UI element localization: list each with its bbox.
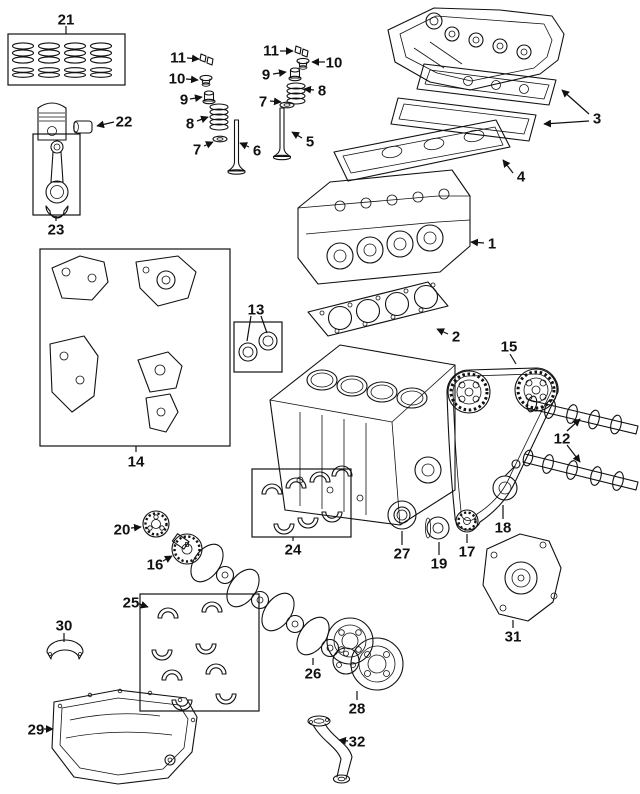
part-number-label: 29 xyxy=(28,721,45,738)
crank-sprocket-outer xyxy=(142,510,170,538)
part-number-label: 11 xyxy=(263,42,279,59)
part-number-label: 32 xyxy=(349,733,366,750)
part-number-label: 6 xyxy=(253,142,261,159)
part-number-label: 31 xyxy=(505,628,522,645)
part-number-label: 7 xyxy=(259,93,267,110)
valve-train-left xyxy=(199,53,246,175)
rod-bearing-group xyxy=(139,593,260,712)
leader-line xyxy=(138,601,149,609)
leader-line xyxy=(303,85,315,94)
leader-line xyxy=(561,89,590,115)
leader-line xyxy=(246,315,252,342)
part-number-label: 30 xyxy=(56,617,73,634)
part-number-label: 9 xyxy=(180,91,188,108)
engine-block xyxy=(269,344,456,526)
leader-line xyxy=(203,141,214,149)
leader-line xyxy=(196,115,209,124)
leader-line xyxy=(189,94,203,103)
connecting-rod-group xyxy=(32,133,81,219)
part-number-label: 19 xyxy=(431,555,448,572)
idler-pulley xyxy=(424,516,450,540)
oil-pump xyxy=(482,533,562,622)
part-number-label: 8 xyxy=(186,115,194,132)
part-number-label: 20 xyxy=(114,521,131,538)
leader-line xyxy=(96,120,115,129)
leader-line xyxy=(338,736,349,745)
belt-tensioner xyxy=(492,459,521,501)
oil-pan xyxy=(51,688,198,785)
part-number-label: 23 xyxy=(48,221,65,238)
part-number-label: 26 xyxy=(305,665,322,682)
part-number-label: 10 xyxy=(326,54,343,71)
part-number-label: 1 xyxy=(488,235,496,252)
crank-front-seal xyxy=(387,500,417,530)
part-number-label: 11 xyxy=(170,49,186,66)
oil-pickup-tube xyxy=(307,715,353,784)
part-number-label: 13 xyxy=(248,301,265,318)
part-number-label: 9 xyxy=(262,66,270,83)
leader-line xyxy=(566,444,581,463)
leader-line xyxy=(272,69,287,77)
leader-line xyxy=(291,131,303,139)
piston-and-pin xyxy=(37,102,93,141)
part-number-label: 12 xyxy=(554,430,571,447)
leader-line xyxy=(185,75,199,84)
main-bearing-group xyxy=(251,465,353,538)
bracket-group xyxy=(39,248,231,447)
camshafts xyxy=(522,395,639,491)
part-number-label: 5 xyxy=(306,133,314,150)
part-number-label: 18 xyxy=(495,519,512,536)
part-number-label: 28 xyxy=(349,700,366,717)
leader-line xyxy=(269,97,282,106)
valve-cover-gaskets xyxy=(390,63,557,142)
part-number-label: 15 xyxy=(501,338,518,355)
leader-line xyxy=(502,159,514,174)
timing-belt-assembly xyxy=(446,367,559,533)
leader-line xyxy=(186,54,200,63)
cam-carrier-gasket xyxy=(333,119,511,182)
part-number-label: 14 xyxy=(128,453,145,470)
leader-line xyxy=(470,238,485,247)
leader-line xyxy=(130,523,142,532)
valve-train-right xyxy=(272,45,310,161)
part-number-label: 8 xyxy=(318,82,326,99)
leader-line xyxy=(509,353,517,365)
leader-line xyxy=(566,418,581,432)
seal-retainer xyxy=(46,639,84,660)
valve-cover xyxy=(387,7,565,91)
part-number-label: 22 xyxy=(116,113,133,130)
leader-line xyxy=(436,328,449,336)
cylinder-head xyxy=(297,169,471,285)
part-number-label: 7 xyxy=(193,141,201,158)
head-gasket xyxy=(307,281,449,337)
part-number-label: 25 xyxy=(123,594,140,611)
leader-line xyxy=(239,142,250,150)
part-number-label: 21 xyxy=(58,11,75,28)
part-number-label: 16 xyxy=(147,556,164,573)
part-number-label: 10 xyxy=(169,70,186,87)
piston-ring-set-group xyxy=(7,33,126,86)
part-number-label: 3 xyxy=(593,110,601,127)
leader-line xyxy=(162,555,173,563)
cam-seal-group xyxy=(233,321,283,373)
part-number-label: 24 xyxy=(285,541,302,558)
part-number-label: 2 xyxy=(452,328,460,345)
leader-line xyxy=(543,119,590,128)
crank-pulley-damper xyxy=(326,617,404,691)
part-number-label: 27 xyxy=(394,545,411,562)
leader-line xyxy=(260,315,268,334)
crank-sprocket-inner xyxy=(171,533,203,565)
part-number-label: 4 xyxy=(517,168,526,185)
part-number-label: 17 xyxy=(459,543,476,560)
crankshaft xyxy=(171,533,360,675)
